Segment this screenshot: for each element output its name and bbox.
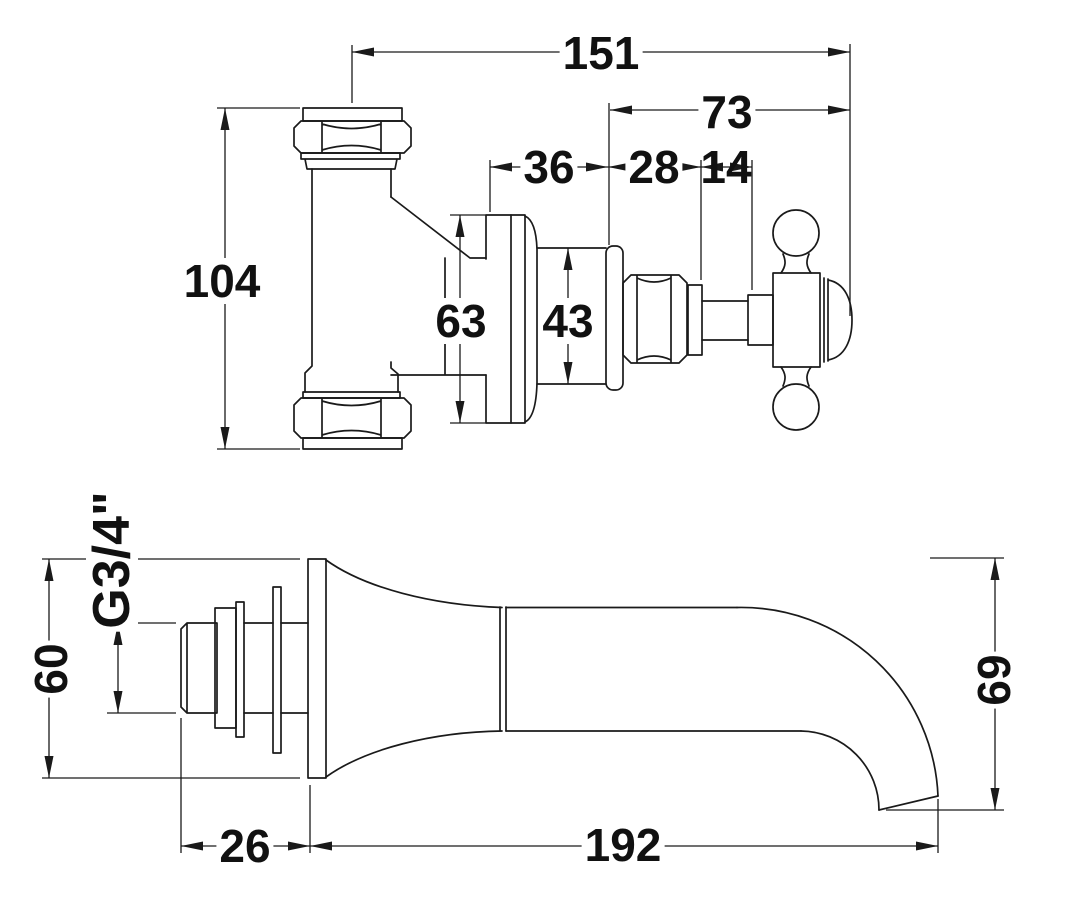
handle-neck-bottom (780, 366, 812, 387)
stem-collar (747, 294, 774, 346)
handle-neck-top (780, 253, 812, 274)
spout-trumpet-top (325, 559, 503, 609)
dim-label-73: 73 (698, 89, 756, 135)
valve-bonnet-cylinder (536, 247, 607, 385)
spout-joint (499, 606, 507, 732)
handle-knob-top (772, 209, 820, 257)
escutcheon-plate (510, 214, 526, 424)
dim-label-28: 28 (625, 144, 683, 190)
escutcheon-disc (485, 214, 512, 424)
spout-inner-bend (800, 730, 880, 811)
dim-label-104: 104 (180, 258, 264, 304)
bonnet-hex (622, 274, 688, 364)
handle-dome-cap (823, 277, 853, 363)
valve-bottom-ring (302, 391, 401, 399)
valve-front-view (293, 107, 853, 450)
handle-knob-bottom (772, 383, 820, 431)
escutcheon-taper (524, 215, 538, 423)
valve-body-cone (390, 196, 487, 376)
dim-label-36: 36 (520, 144, 578, 190)
valve-top-hex-nut (293, 120, 412, 154)
dim-label-63: 63 (432, 298, 490, 344)
valve-stem (701, 300, 749, 341)
spout-tube (505, 606, 802, 732)
dim-label-26: 26 (216, 823, 274, 869)
spout-pipe-lines (243, 622, 309, 714)
spout-side-view (180, 558, 939, 811)
stem-adapter-ring (687, 284, 703, 356)
dim-label-g34: G3/4" (83, 488, 141, 632)
packing-flange-ring (605, 245, 624, 391)
dim-label-151: 151 (559, 30, 643, 76)
spout-washer-large (272, 586, 282, 754)
dim-label-192: 192 (581, 822, 665, 868)
spout-threaded-tail (180, 622, 218, 714)
valve-top-ring (300, 152, 401, 170)
spout-backnut (214, 607, 237, 729)
spout-washer-small (235, 601, 245, 738)
dim-label-14: 14 (700, 141, 752, 193)
spout-outer-bend (736, 606, 939, 797)
handle-hub (772, 272, 821, 368)
dim-label-69: 69 (968, 651, 1020, 709)
spout-trumpet-bottom (325, 730, 503, 778)
dim-label-43: 43 (539, 298, 597, 344)
dim-label-60: 60 (25, 640, 77, 698)
valve-bottom-cap (302, 437, 403, 450)
spout-wall-plate (307, 558, 327, 779)
valve-bottom-hex-nut (293, 397, 412, 439)
valve-top-cap (302, 107, 403, 122)
spout-mouth (878, 795, 939, 811)
valve-pipe-walls (304, 168, 399, 393)
